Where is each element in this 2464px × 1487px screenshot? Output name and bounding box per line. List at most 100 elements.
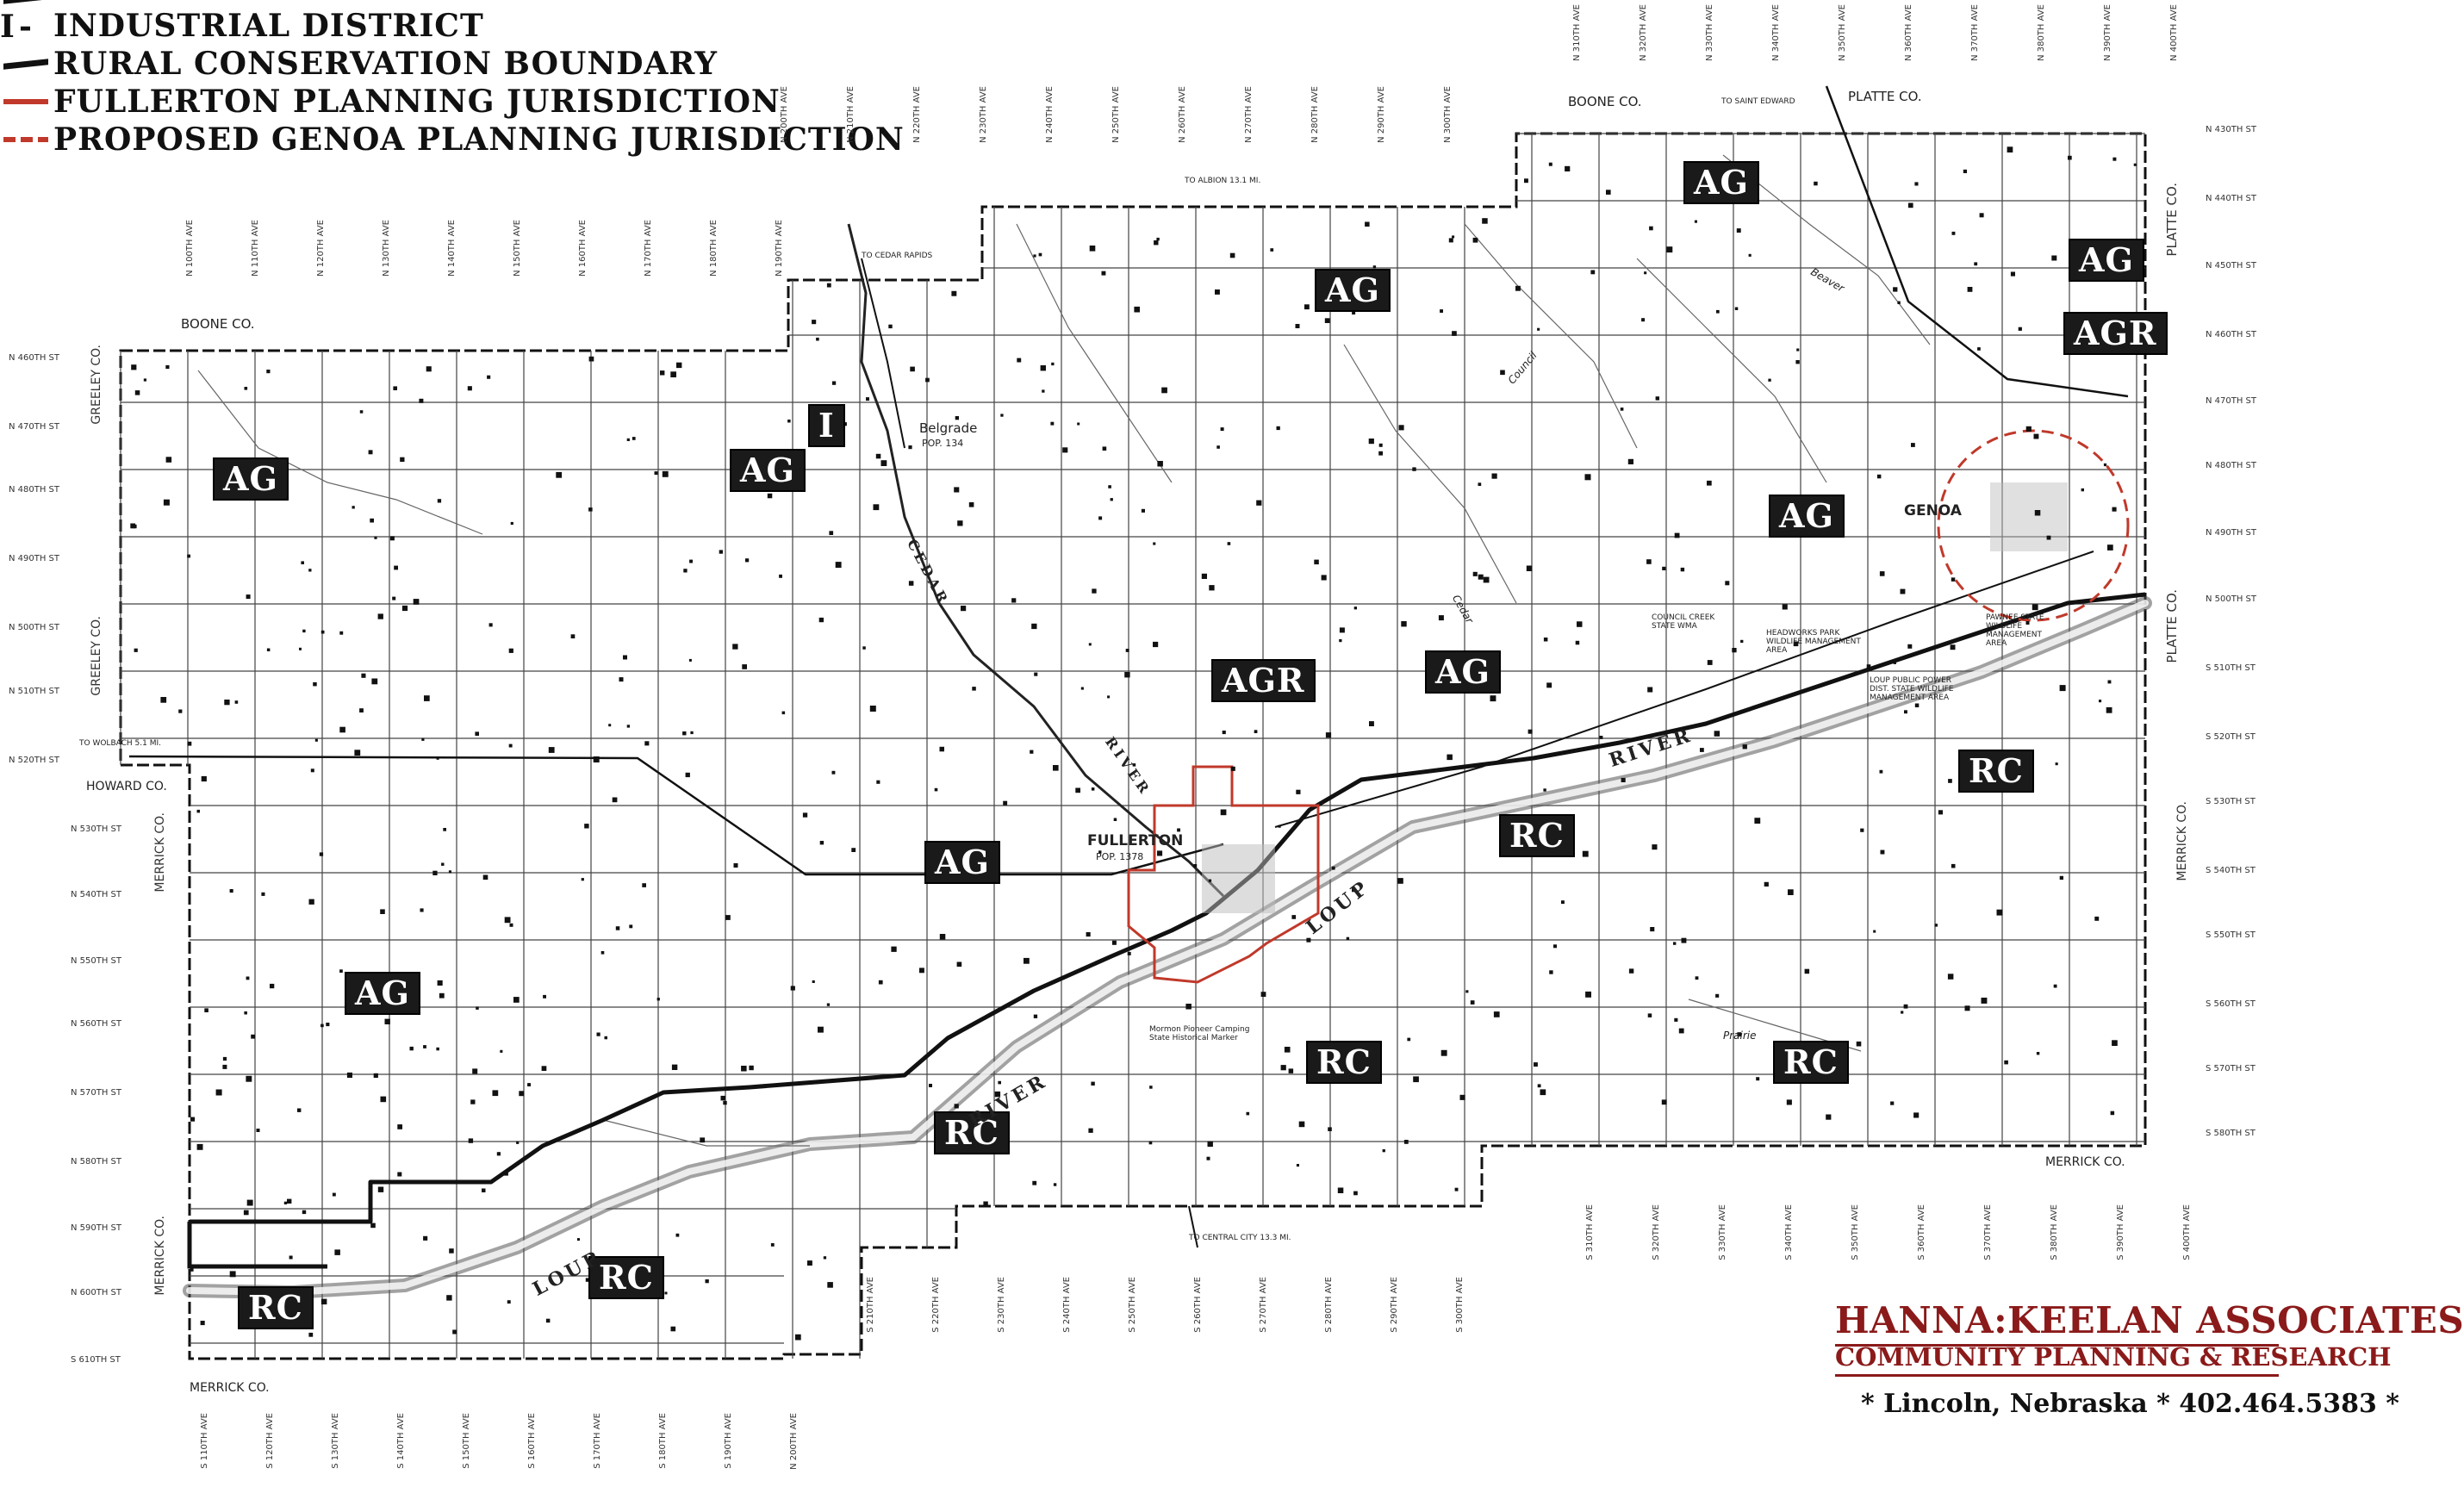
farmstead-dot (818, 1026, 824, 1033)
farmstead-dot (1413, 1076, 1419, 1083)
farmstead-dot (2133, 163, 2137, 166)
map-note-albion: TO ALBION 13.1 MI. (1185, 177, 1261, 185)
farmstead-dot (229, 1271, 236, 1278)
farmstead-dot (1149, 1086, 1153, 1089)
avenue-label: N 320TH AVE (1639, 4, 1648, 61)
farmstead-dot (320, 630, 325, 634)
map-note-headworks: HEADWORKS PARK WILDLIFE MANAGEMENT AREA (1766, 629, 1861, 655)
farmstead-dot (1678, 1028, 1684, 1034)
legend-letter-symbol: I - (0, 9, 33, 45)
avenue-label: N 400TH AVE (2169, 4, 2179, 61)
farmstead-dot (1879, 571, 1885, 576)
farmstead-dot (1398, 425, 1404, 431)
avenue-label: N 300TH AVE (1443, 86, 1453, 143)
farmstead-dot (339, 726, 345, 733)
street-label: S 580TH ST (2206, 1129, 2256, 1138)
farmstead-dot (1914, 182, 1919, 186)
map-note-saint-edward: TO SAINT EDWARD (1721, 97, 1795, 106)
farmstead-dot (1548, 162, 1552, 166)
farmstead-dot (1575, 640, 1580, 645)
farmstead-dot (178, 709, 183, 713)
farmstead-dot (1033, 1014, 1038, 1018)
farmstead-dot (1582, 850, 1589, 857)
street-label: S 550TH ST (2206, 930, 2256, 940)
river-network (183, 154, 2152, 1299)
farmstead-dot (1452, 235, 1455, 239)
farmstead-dot (1459, 1094, 1465, 1100)
farmstead-dot (2046, 535, 2051, 540)
farmstead-dot (1647, 1013, 1652, 1017)
farmstead-dot (1208, 879, 1212, 882)
avenue-label: N 120TH AVE (316, 220, 326, 277)
street-label: N 510TH ST (9, 687, 60, 696)
farmstead-dot (1230, 766, 1235, 771)
farmstead-dot (929, 1084, 932, 1087)
farmstead-dot (1714, 731, 1720, 737)
farmstead-dot (779, 574, 782, 578)
farmstead-dot (1788, 889, 1794, 895)
farmstead-dot (1156, 237, 1160, 241)
farmstead-dot (470, 1099, 476, 1104)
street-label: N 480TH ST (2206, 461, 2257, 470)
farmstead-dot (823, 1256, 827, 1260)
farmstead-dot (1963, 169, 1967, 173)
farmstead-dot (302, 1210, 307, 1215)
farmstead-dot (1628, 968, 1634, 974)
farmstead-dot (934, 787, 938, 792)
farmstead-dot (827, 1282, 833, 1288)
farmstead-dot (196, 1143, 203, 1150)
avenue-label: S 150TH AVE (462, 1413, 471, 1469)
farmstead-dot (314, 738, 318, 742)
farmstead-dot (1748, 253, 1752, 257)
farmstead-dot (968, 502, 974, 507)
farmstead-dot (705, 1279, 709, 1284)
farmstead-dot (1185, 1004, 1192, 1010)
farmstead-dot (467, 386, 472, 391)
farmstead-dot (1826, 1114, 1832, 1120)
farmstead-dot (543, 994, 546, 999)
farmstead-dot (266, 648, 271, 651)
farmstead-dots (130, 146, 2137, 1341)
farmstead-dot (1546, 682, 1552, 688)
creek (1464, 223, 1638, 449)
farmstead-dot (400, 457, 405, 462)
farmstead-dot (2051, 255, 2057, 261)
avenue-label: N 130TH AVE (382, 220, 391, 277)
street-label: S 560TH ST (2206, 999, 2256, 1009)
farmstead-dot (1291, 915, 1297, 919)
farmstead-dot (919, 967, 924, 974)
farmstead-dot (632, 437, 636, 440)
farmstead-dot (256, 1129, 260, 1132)
farmstead-dot (487, 375, 491, 379)
farmstead-dot (1795, 360, 1800, 364)
farmstead-dot (1324, 318, 1330, 323)
avenue-label: N 250TH AVE (1111, 86, 1121, 143)
farmstead-dot (475, 731, 479, 736)
farmstead-dot (831, 770, 836, 775)
farmstead-dot (600, 951, 605, 955)
farmstead-dot (370, 1223, 376, 1229)
farmstead-dot (1102, 446, 1107, 451)
farmstead-dot (1339, 627, 1345, 633)
avenue-label: N 240TH AVE (1045, 86, 1055, 143)
farmstead-dot (229, 889, 233, 893)
avenue-label: N 260TH AVE (1178, 86, 1187, 143)
avenue-label: N 210TH AVE (846, 86, 856, 143)
farmstead-dot (1220, 809, 1227, 816)
farmstead-dot (421, 737, 425, 741)
farmstead-dot (1296, 1164, 1299, 1167)
farmstead-dot (1089, 246, 1096, 252)
farmstead-dot (1553, 944, 1557, 949)
farmstead-dot (1901, 1011, 1904, 1014)
farmstead-dot (297, 1108, 302, 1112)
legend-item-industrial: I - INDUSTRIAL DISTRICT (0, 8, 484, 45)
farmstead-dot (767, 493, 773, 499)
farmstead-dot (1534, 1062, 1538, 1067)
farmstead-dot (585, 1278, 590, 1282)
farmstead-dot (1153, 542, 1156, 545)
place-fullerton-pop: POP. 1378 (1096, 851, 1144, 862)
farmstead-dot (222, 1056, 227, 1061)
avenue-label: N 180TH AVE (709, 220, 719, 277)
legend-label-industrial: INDUSTRIAL DISTRICT (53, 8, 484, 44)
farmstead-dot (1880, 849, 1885, 855)
